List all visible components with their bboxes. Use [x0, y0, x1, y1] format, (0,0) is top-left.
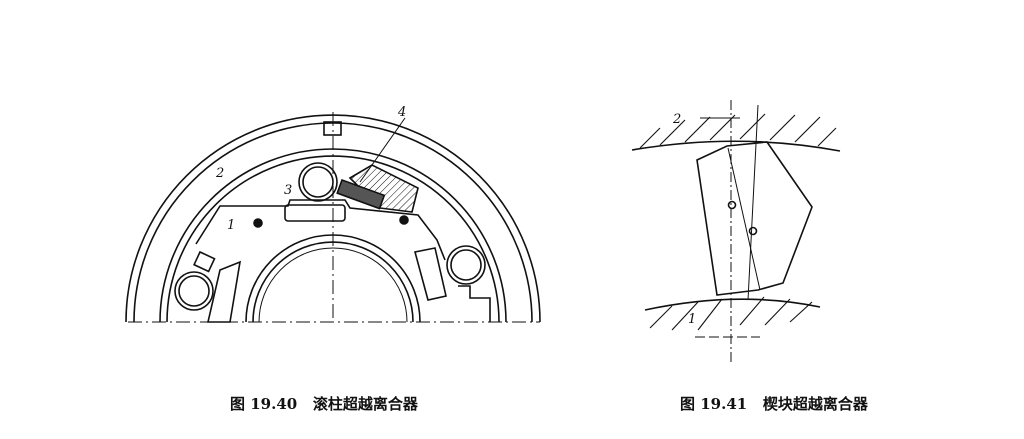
caption-number: 图 19.41: [680, 395, 748, 413]
part-label-1: 1: [688, 312, 697, 327]
roller-clutch-drawing: [125, 112, 541, 323]
caption-title: 楔块超越离合器: [762, 395, 868, 413]
part-label-4: 4: [398, 105, 407, 120]
figure-caption-19-41: 图 19.41 楔块超越离合器: [680, 393, 868, 414]
caption-title: 滚柱超越离合器: [312, 395, 418, 413]
caption-number: 图 19.40: [230, 395, 298, 413]
part-label-2: 2: [216, 166, 225, 181]
figure-caption-19-40: 图 19.40 滚柱超越离合器: [230, 393, 418, 414]
part-label-2: 2: [673, 112, 682, 127]
sprag-clutch-drawing: [631, 100, 841, 362]
part-label-3: 3: [284, 183, 293, 198]
part-label-1: 1: [227, 218, 236, 233]
